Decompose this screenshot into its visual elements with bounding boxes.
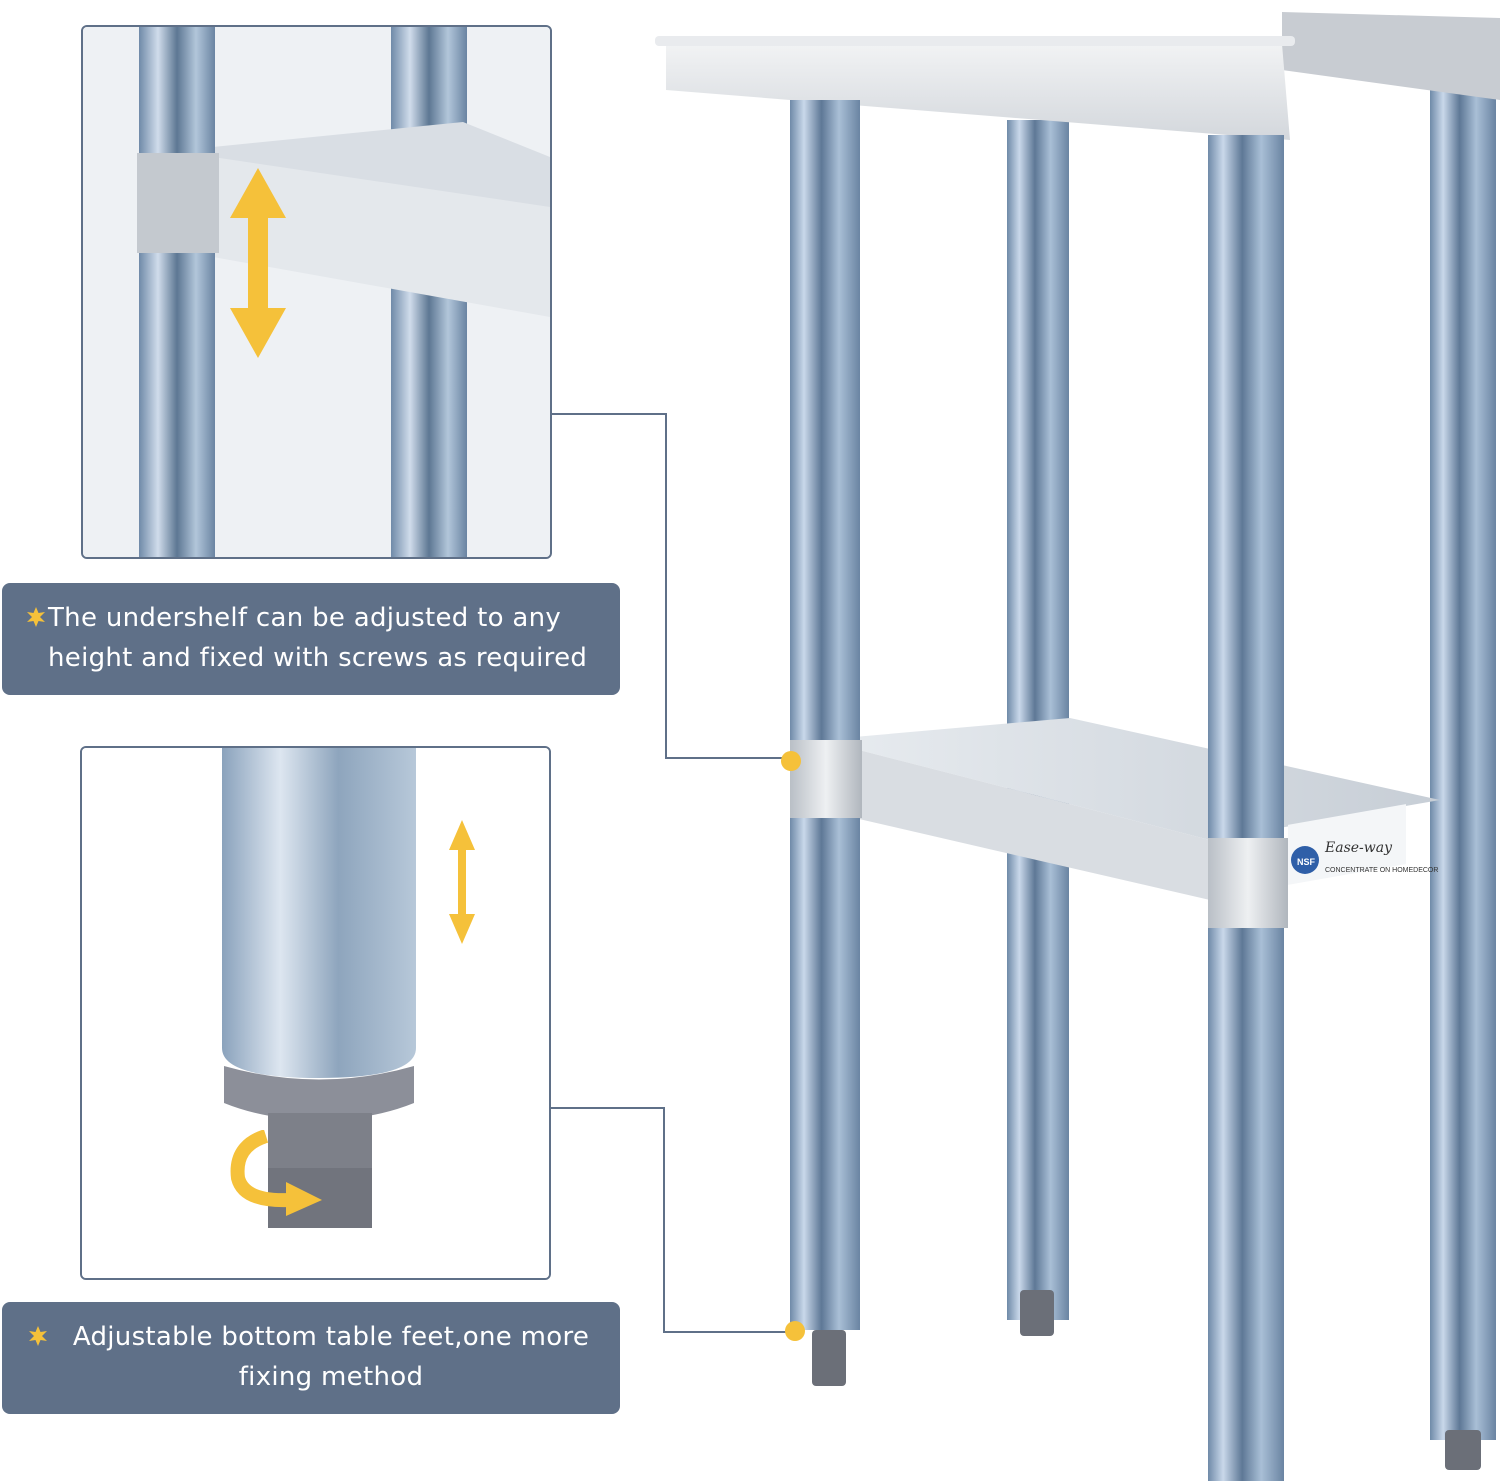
rotate-arrow-icon	[230, 1130, 322, 1216]
double-vertical-arrow-icon	[230, 168, 286, 358]
svg-text:Ease-way: Ease-way	[1324, 840, 1393, 856]
double-vertical-arrow-icon-small	[449, 820, 475, 944]
connector-top-h1	[552, 413, 666, 415]
table-leg-back-right	[1430, 90, 1496, 1440]
work-table-image: NSF Ease-way CONCENTRATE ON HOMEDECOR	[655, 12, 1500, 1481]
inset-undershelf-closeup	[81, 25, 552, 559]
connector-top-h2	[665, 757, 791, 759]
connector-bottom-h2	[663, 1331, 787, 1333]
caption-feet: Adjustable bottom table feet,one more fi…	[2, 1302, 620, 1414]
star-bullet-icon	[27, 607, 45, 627]
table-leg-front-right	[1208, 135, 1284, 1481]
table-top	[666, 36, 1290, 140]
table-foot-back-left	[1020, 1290, 1054, 1336]
connector-bottom-v	[663, 1107, 665, 1333]
shelf-clamp-right	[1208, 838, 1288, 928]
caption-feet-text: Adjustable bottom table feet,one more fi…	[72, 1322, 590, 1392]
caption-undershelf: The undershelf can be adjusted to any he…	[2, 583, 620, 695]
connector-top-v	[665, 413, 667, 759]
connector-bottom-h1	[551, 1107, 665, 1109]
svg-text:NSF: NSF	[1297, 857, 1316, 867]
star-bullet-icon-2	[29, 1326, 47, 1346]
table-foot-back-right	[1445, 1430, 1481, 1470]
shelf-clamp-left	[790, 740, 862, 818]
table-foot-front-left	[812, 1330, 846, 1386]
inset-foot-closeup	[80, 746, 551, 1280]
foot-closeup-image	[82, 748, 549, 1278]
connector-top-dot	[781, 751, 801, 771]
caption-undershelf-text: The undershelf can be adjusted to any he…	[48, 603, 588, 673]
undershelf-closeup-image	[83, 27, 550, 557]
nsf-badge	[1291, 846, 1319, 874]
table-leg-front-left	[790, 100, 860, 1330]
undershelf	[820, 718, 1440, 840]
connector-bottom-dot	[785, 1321, 805, 1341]
svg-text:CONCENTRATE ON HOMEDECOR: CONCENTRATE ON HOMEDECOR	[1325, 867, 1438, 874]
